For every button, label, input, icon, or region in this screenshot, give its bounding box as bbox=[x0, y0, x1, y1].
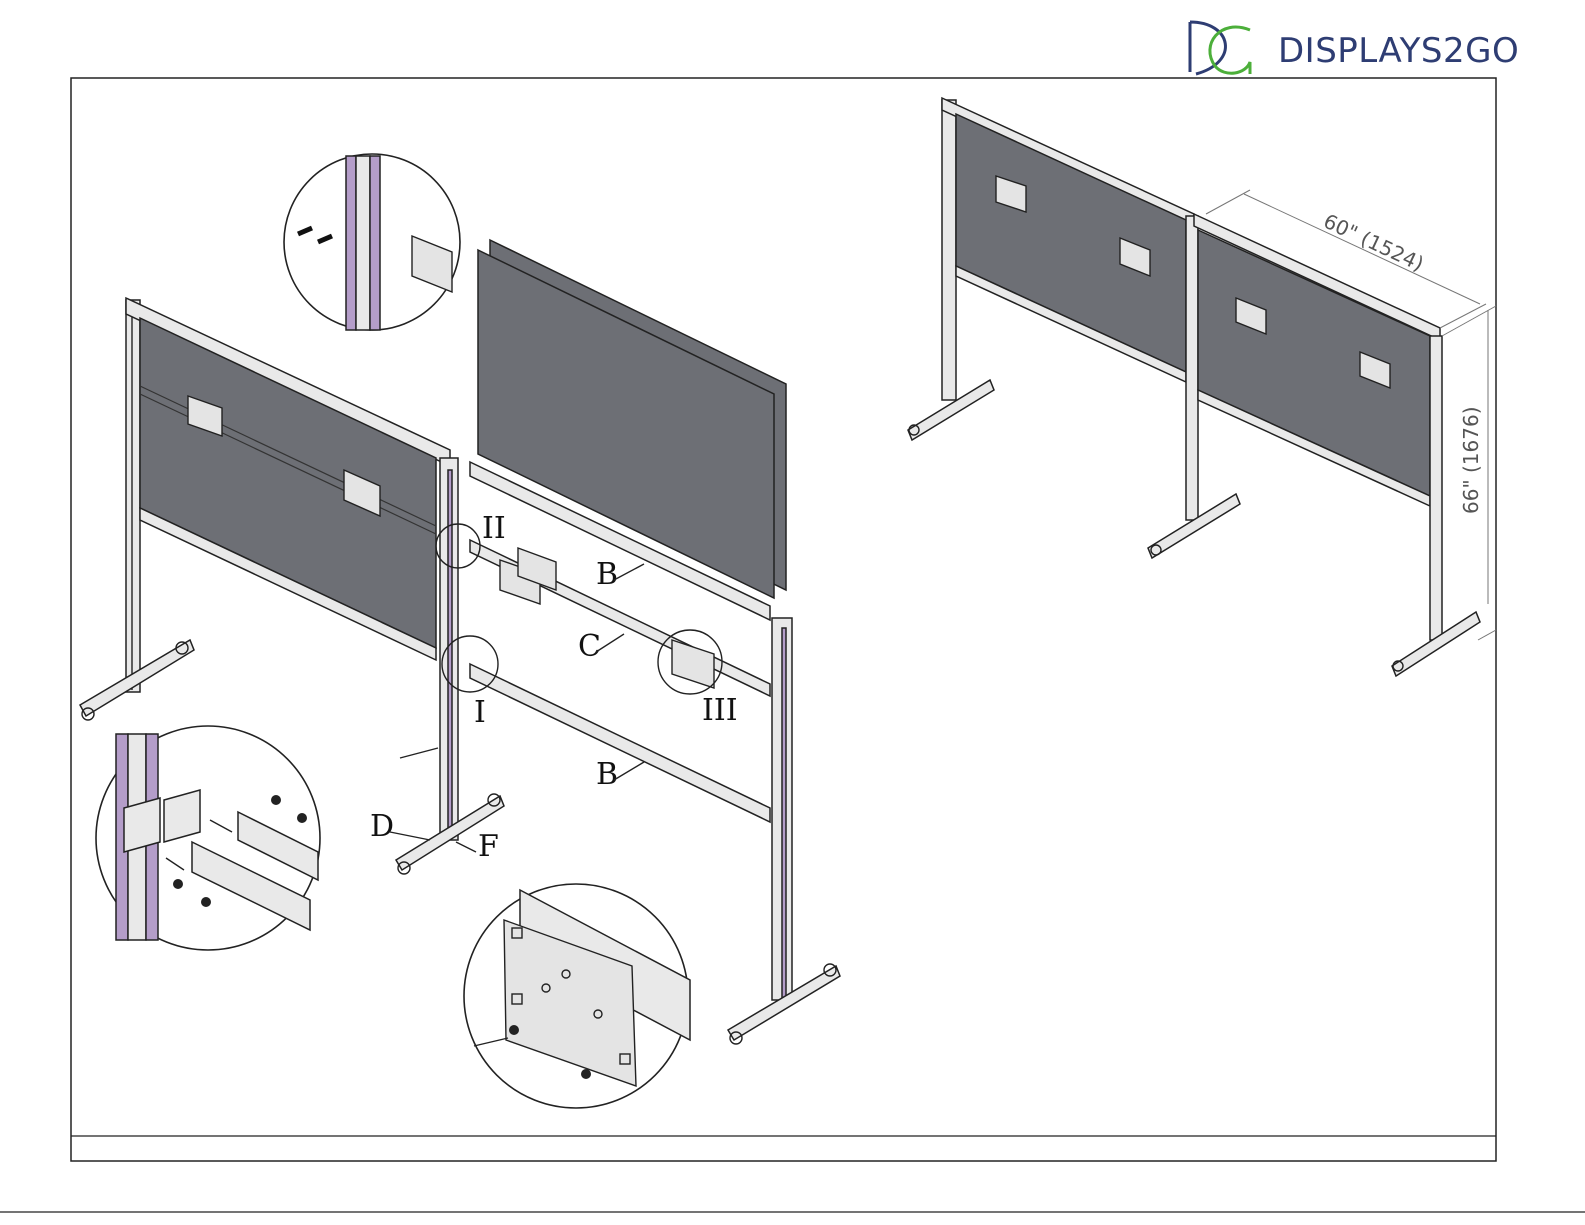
dimension-height: 66" (1676) bbox=[1459, 406, 1483, 514]
left-panel-assembly bbox=[80, 298, 450, 720]
left-panel-board bbox=[140, 318, 436, 648]
callout-f: F bbox=[478, 829, 499, 864]
callout-two: II bbox=[482, 511, 506, 546]
detail-bubble-three bbox=[464, 884, 690, 1108]
dimension-width: 60" (1524) bbox=[1320, 209, 1428, 276]
logo-mark-g bbox=[1210, 27, 1250, 74]
callout-b-upper: B bbox=[596, 557, 618, 592]
brand-logo: DISPLAYS2GO bbox=[1190, 22, 1519, 74]
brand-name: DISPLAYS2GO bbox=[1278, 31, 1519, 71]
callout-d: D bbox=[370, 809, 394, 844]
detail-bubble-one bbox=[96, 726, 320, 950]
finished-panel-left bbox=[956, 114, 1186, 372]
callout-three: III bbox=[702, 693, 738, 728]
callout-b-lower: B bbox=[596, 757, 618, 792]
rail-b-lower bbox=[470, 664, 770, 822]
detail-bubble-two bbox=[284, 154, 460, 330]
finished-assembly bbox=[908, 98, 1496, 676]
callout-one: I bbox=[474, 695, 486, 730]
callout-c: C bbox=[578, 629, 601, 664]
mount-plate bbox=[672, 640, 714, 688]
